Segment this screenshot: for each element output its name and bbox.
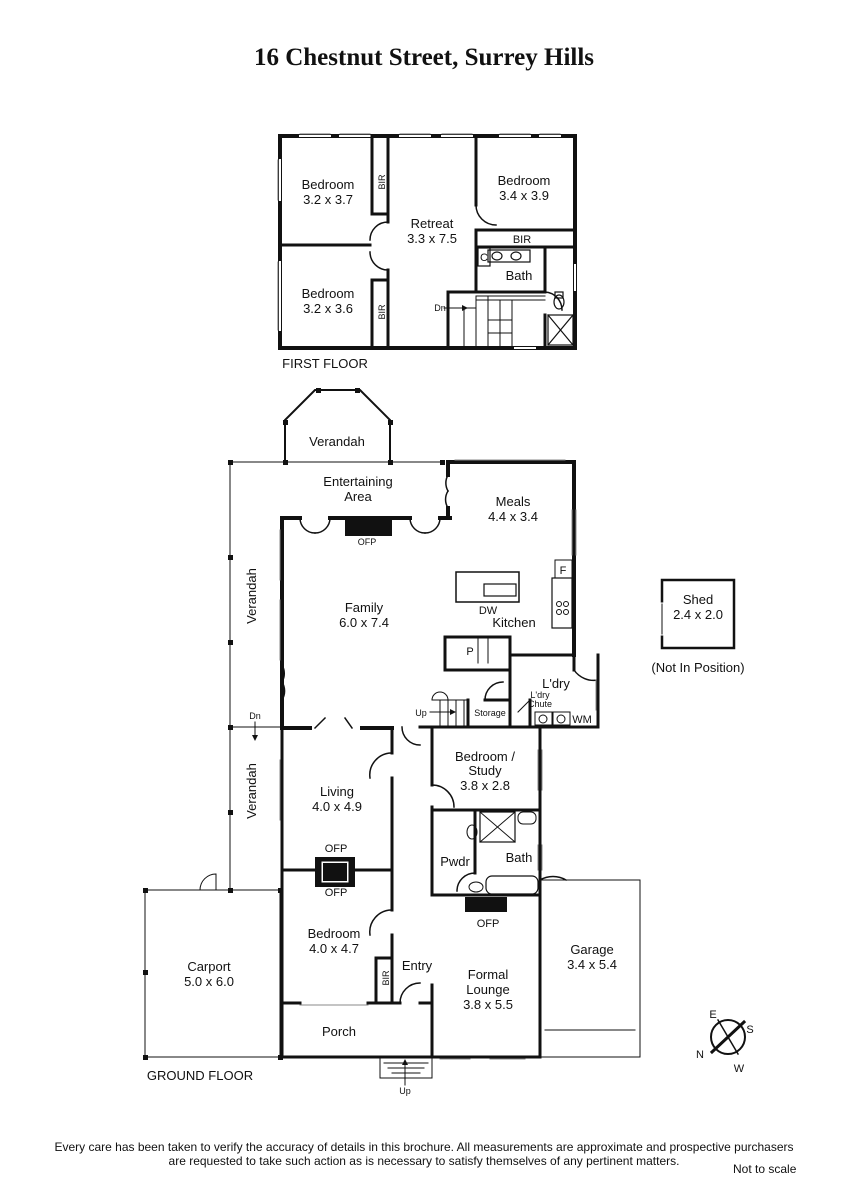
room-name: Verandah [244, 763, 259, 819]
ground-floor-label: GROUND FLOOR [147, 1068, 253, 1083]
dishwasher-label: DW [479, 605, 498, 617]
first-floor-label: FIRST FLOOR [282, 356, 368, 371]
porch-up-label: Up [399, 1086, 411, 1096]
shed-note: (Not In Position) [651, 660, 744, 675]
compass-n: N [696, 1049, 704, 1061]
room-name: Living [320, 784, 354, 799]
page-title: 16 Chestnut Street, Surrey Hills [253, 44, 595, 71]
room-name: Pwdr [440, 854, 470, 869]
chute-label: L'dry [530, 690, 550, 700]
room-dims: 3.2 x 3.7 [303, 192, 353, 207]
room-dims: 6.0 x 7.4 [339, 615, 389, 630]
room-dims: 3.2 x 3.6 [303, 301, 353, 316]
room-name: Carport [187, 959, 231, 974]
room-name: Bedroom / [455, 749, 515, 764]
room-name: Entertaining [323, 474, 392, 489]
fireplace-label: OFP [358, 537, 377, 547]
room-dims: 3.8 x 2.8 [460, 778, 510, 793]
room-dims: 5.0 x 6.0 [184, 974, 234, 989]
washing-machine-label: WM [572, 714, 592, 726]
room-name: Meals [496, 494, 531, 509]
stairs-up-label: Up [415, 708, 427, 718]
room-dims: 3.4 x 5.4 [567, 957, 617, 972]
fridge-label: F [560, 565, 567, 577]
bir-label-4: BIR [381, 970, 391, 986]
room-dims: 4.4 x 3.4 [488, 509, 538, 524]
room-name: Lounge [466, 982, 509, 997]
disclaimer: Every care has been taken to verify the … [0, 1140, 848, 1168]
room-name: Verandah [309, 434, 365, 449]
compass-w: W [734, 1063, 745, 1075]
pantry-label: P [466, 646, 473, 658]
ground-floor [143, 388, 747, 1086]
room-name: Porch [322, 1024, 356, 1039]
room-name: Retreat [411, 216, 454, 231]
room-name: Family [345, 600, 384, 615]
scale-note: Not to scale [733, 1162, 797, 1176]
room-name: Garage [570, 942, 613, 957]
room-name: Formal [468, 967, 509, 982]
fireplace-label: OFP [477, 918, 500, 930]
room-name: Bath [506, 268, 533, 283]
first-floor: BIR BIR [277, 133, 577, 350]
room-dims: 3.8 x 5.5 [463, 997, 513, 1012]
room-name: Bath [506, 850, 533, 865]
storage-label: Storage [474, 708, 506, 718]
steps-down-label: Dn [249, 711, 261, 721]
room-name: Entry [402, 958, 433, 973]
disclaimer-line: are requested to take such action as is … [168, 1154, 680, 1168]
room-name: Verandah [244, 568, 259, 624]
room-dims: 2.4 x 2.0 [673, 607, 723, 622]
room-dims: 3.4 x 3.9 [499, 188, 549, 203]
compass-icon [709, 1018, 747, 1056]
stairs-down-label: Dn [434, 303, 446, 313]
room-name: Bedroom [498, 173, 551, 188]
compass-s: S [746, 1024, 753, 1036]
bir-label-3: BIR [513, 234, 531, 246]
room-name: Kitchen [492, 615, 535, 630]
room-name: L'dry [542, 676, 570, 691]
room-dims: 4.0 x 4.7 [309, 941, 359, 956]
room-name: Shed [683, 592, 713, 607]
room-name: Bedroom [308, 926, 361, 941]
bir-label-1: BIR [377, 174, 387, 190]
compass-e: E [709, 1009, 716, 1021]
room-name: Bedroom [302, 177, 355, 192]
disclaimer-line: Every care has been taken to verify the … [54, 1140, 794, 1154]
fireplace-label: OFP [325, 843, 348, 855]
room-name: Bedroom [302, 286, 355, 301]
room-dims: 3.3 x 7.5 [407, 231, 457, 246]
chute-label: Chute [528, 699, 552, 709]
room-name: Area [344, 489, 372, 504]
room-dims: 4.0 x 4.9 [312, 799, 362, 814]
room-name: Study [468, 763, 502, 778]
bir-label-2: BIR [377, 304, 387, 320]
cupboard-label: C [480, 252, 488, 264]
fireplace-label: OFP [325, 887, 348, 899]
